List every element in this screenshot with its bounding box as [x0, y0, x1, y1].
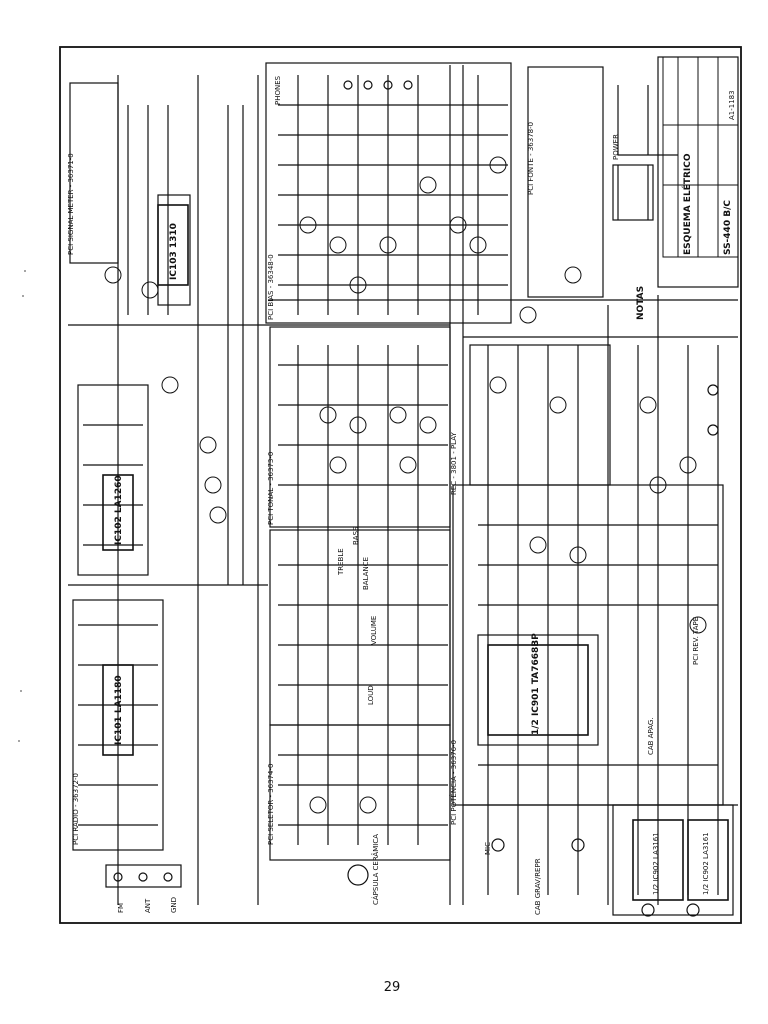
selector-board-label: PCI SELETOR - 36374-0 — [267, 764, 275, 845]
rec-play-switch-label: REC - 3801 - PLAY — [450, 432, 458, 495]
fm-label: FM — [117, 903, 125, 913]
bass-label: BASS — [352, 526, 360, 545]
cab-apag-label: CAB APAG. — [647, 717, 655, 755]
treble-label: TREBLE — [337, 548, 345, 576]
capsula-label: CÁPSULA CERÂMICA — [371, 834, 380, 905]
ant-label: ANT — [144, 898, 152, 913]
title-block-title: ESQUEMA ELÉTRICO — [681, 153, 693, 255]
fonte-board-label: PCI FONTE - 36378-0 — [527, 122, 535, 195]
power-label: POWER — [612, 134, 620, 160]
circuit-schematic: PCI SIGNAL METER - 36371-0 PCI RADIO - 3… — [58, 45, 743, 925]
model-number: SS-440 B/C — [723, 200, 733, 255]
phones-label: PHONES — [274, 75, 282, 105]
ic103-label: IC103 1310 — [169, 223, 179, 280]
radio-board-label: PCI RADIO - 36372-0 — [72, 773, 80, 845]
ic901-label: 1/2 IC901 TA7668BP — [531, 633, 541, 735]
ic102-label: IC102 LA1260 — [114, 475, 124, 545]
drawing-number: A1-1183 — [728, 90, 736, 120]
cab-grav-label: CAB GRAV/REPR — [534, 858, 542, 915]
tonal-board-label: PCI TONAL - 36373-0 — [267, 452, 275, 525]
volume-label: VOLUME — [370, 616, 378, 645]
ic902b-label: 1/2 IC902 LA3161 — [702, 832, 710, 895]
balance-label: BALANCE — [362, 557, 370, 590]
loud-label: LOUD — [367, 685, 375, 705]
signal-meter-label: PCI SIGNAL METER - 36371-0 — [67, 153, 75, 255]
bias-board-label: PCI BIAS - 36348-0 — [267, 254, 275, 320]
ic101-label: IC101 LA1180 — [114, 675, 124, 745]
page-number: 29 — [383, 980, 401, 995]
schematic-drawing: PCI SIGNAL METER - 36371-0 PCI RADIO - 3… — [59, 46, 742, 924]
transformer-symbol — [612, 85, 678, 221]
potencia-board-label: PCI POTÊNCIA - 36376-0 — [449, 740, 458, 825]
title-block — [662, 56, 739, 258]
ic902a-label: 1/2 IC902 LA3161 — [652, 832, 660, 895]
rev-tape-label: PCI REV. TAPE — [692, 617, 700, 665]
gnd-label: GND — [170, 897, 178, 913]
notes-label: NOTAS — [636, 286, 646, 320]
mic-label: MIC — [484, 842, 492, 855]
